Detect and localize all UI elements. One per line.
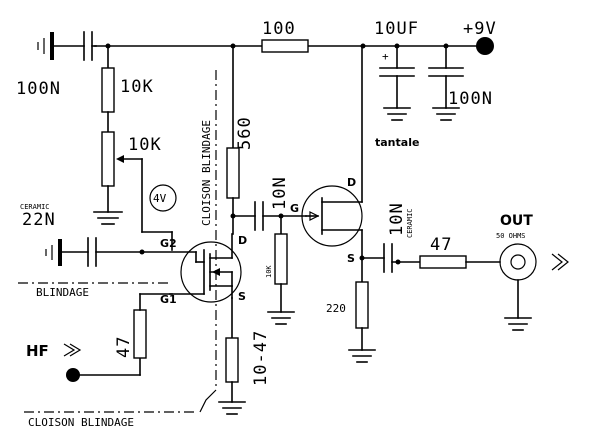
supply-terminal xyxy=(476,37,494,55)
label-out: OUT xyxy=(500,213,533,229)
capacitor-10n-mid xyxy=(232,201,307,231)
label-g-pin: G xyxy=(290,202,299,215)
label-ohms: 50 OHMS xyxy=(496,232,526,240)
output-connector xyxy=(499,243,569,331)
label-hf: HF xyxy=(26,342,49,360)
capacitor-100n-right xyxy=(428,45,464,121)
label-c100n-left: 100N xyxy=(16,79,61,99)
resistor-10-47 xyxy=(218,297,246,415)
resistor-560 xyxy=(226,45,240,235)
label-source2: S xyxy=(347,252,355,265)
capacitor-10n-right xyxy=(383,243,421,273)
label-r10-47: 10-47 xyxy=(251,330,271,386)
label-c10n-right: 10N xyxy=(387,202,407,236)
label-cloison-vertical: CLOISON BLINDAGE xyxy=(200,120,213,226)
label-c22n: 22N xyxy=(22,210,56,230)
shield-partition xyxy=(199,70,217,413)
resistor-47-out xyxy=(419,255,467,269)
resistor-220 xyxy=(348,255,385,363)
label-ceramic-right: CERAMIC xyxy=(406,208,414,238)
label-r560: 560 xyxy=(235,116,255,150)
label-r220: 220 xyxy=(326,302,346,315)
resistor-10k-gate xyxy=(267,215,295,325)
top-rail xyxy=(94,43,485,49)
label-r10k-vert: 10K xyxy=(265,265,273,278)
label-volt-4v: 4V xyxy=(153,192,167,205)
label-c10n-mid: 10N xyxy=(270,176,290,210)
label-blindage: BLINDAGE xyxy=(36,286,89,299)
fet-follower xyxy=(301,45,363,283)
label-r47-left: 47 xyxy=(114,336,134,358)
label-g1: G1 xyxy=(160,293,177,306)
label-r10k-top: 10K xyxy=(120,77,154,97)
svg-text:+: + xyxy=(382,50,389,63)
input-network xyxy=(63,293,173,382)
capacitor-tantale: + xyxy=(379,45,415,121)
bias-network xyxy=(93,45,177,251)
label-cloison-bottom: CLOISON BLINDAGE xyxy=(28,416,134,429)
label-supply: +9V xyxy=(463,19,497,39)
resistor-100 xyxy=(261,39,309,53)
label-ceramic-top: CERAMIC xyxy=(20,203,50,211)
label-g2: G2 xyxy=(160,237,177,250)
label-c100n-right: 100N xyxy=(448,89,493,109)
label-source1: S xyxy=(238,290,246,303)
label-drain1: D xyxy=(238,234,247,247)
capacitor-22n xyxy=(45,237,197,267)
label-r47-right: 47 xyxy=(430,235,452,255)
label-r100: 100 xyxy=(262,19,296,39)
label-r10k-pot: 10K xyxy=(128,135,162,155)
label-drain2: D xyxy=(347,176,356,189)
label-c10uf: 10UF xyxy=(374,19,419,39)
label-tantale: tantale xyxy=(375,136,419,149)
capacitor-100n-left xyxy=(37,31,97,61)
mosfet-dual-gate xyxy=(169,233,242,303)
